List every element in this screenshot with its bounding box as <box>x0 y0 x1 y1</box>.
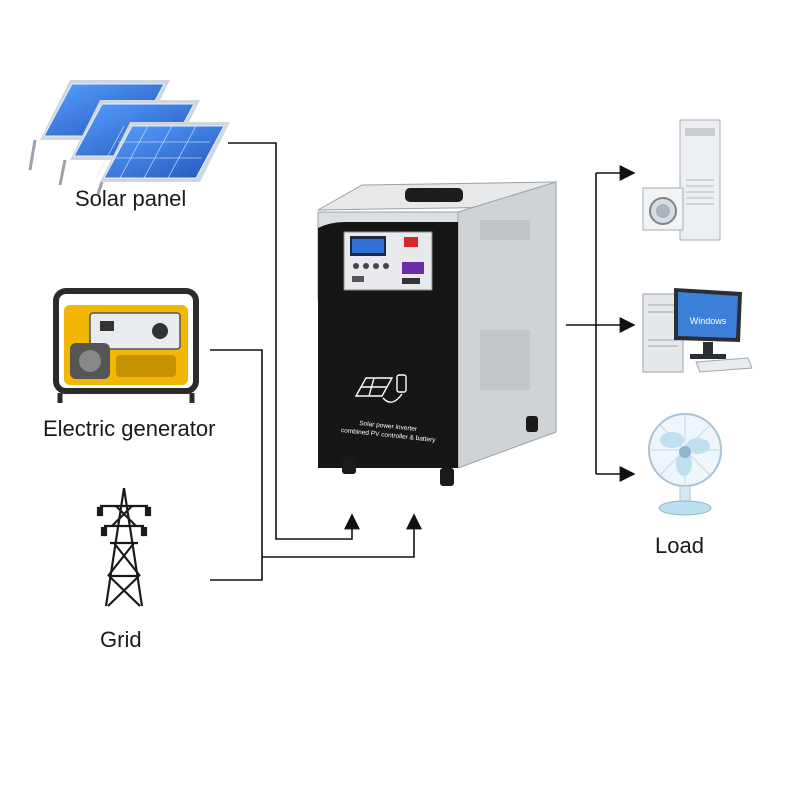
connector-lines <box>210 142 636 581</box>
solar-to-inverter-line <box>228 142 360 540</box>
generator-label: Electric generator <box>43 416 216 441</box>
inverter-unit: Solar power inverter combined PV control… <box>317 181 558 486</box>
load-label: Load <box>655 533 704 558</box>
grid-label: Grid <box>100 627 142 652</box>
electric-fan-icon <box>648 413 722 516</box>
grid-to-inverter-line <box>210 557 263 581</box>
solar-panel-icon <box>28 80 230 195</box>
desktop-computer-icon: Windows <box>642 288 753 373</box>
electric-generator-icon <box>53 288 199 403</box>
solar-panel-label: Solar panel <box>75 186 187 211</box>
air-conditioner-washer-icon <box>642 119 721 241</box>
computer-screen-text: Windows <box>690 316 727 326</box>
power-pylon-icon <box>96 487 152 607</box>
